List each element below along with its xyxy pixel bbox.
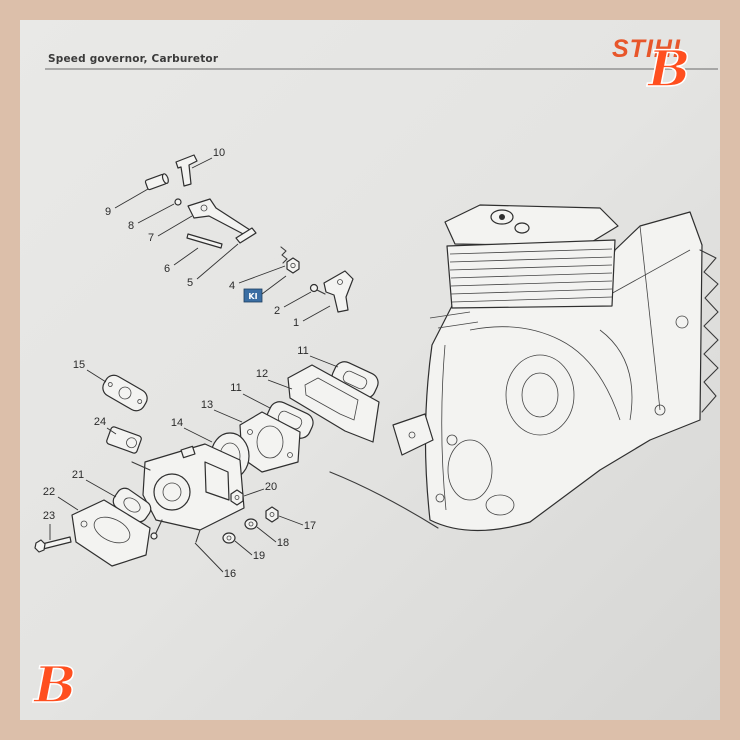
callout-21: 21 (72, 469, 84, 481)
part-18-washer (244, 518, 258, 530)
part-5-link (235, 227, 257, 244)
part-8-washer (174, 198, 182, 206)
part-17-nut (265, 506, 279, 523)
callout-16: 16 (224, 568, 236, 580)
callout-5: 5 (187, 277, 193, 289)
callout-10: 10 (213, 147, 225, 159)
brand-logo: STIHL (612, 35, 689, 63)
callout-4: 4 (229, 280, 235, 292)
part-19-washer (222, 532, 236, 544)
part-9-sleeve (144, 173, 169, 191)
leader-lines (49, 157, 339, 573)
part-10-pin (175, 154, 198, 187)
callout-6: 6 (164, 263, 170, 275)
callout-23: 23 (43, 510, 55, 522)
callout-labels: 10 9 8 7 6 5 4 2 1 15 11 12 11 13 14 24 … (43, 147, 316, 580)
callout-20: 20 (265, 481, 277, 493)
engine-assembly (392, 204, 719, 532)
part-4-nut (286, 257, 300, 274)
spring-pin (280, 246, 288, 264)
part-23-bolt (34, 536, 72, 553)
part-1-bracket (323, 270, 354, 313)
callout-19: 19 (253, 550, 265, 562)
callout-17: 17 (304, 520, 316, 532)
part-22-manifold (71, 499, 151, 567)
watermark-logo-top: B (646, 39, 690, 98)
callout-13: 13 (201, 399, 213, 411)
callout-2: 2 (274, 305, 280, 317)
callout-11-upper: 11 (297, 345, 308, 357)
callout-9: 9 (105, 206, 111, 218)
callout-15: 15 (73, 359, 85, 371)
callout-12: 12 (256, 368, 268, 380)
watermark-logo-bottom: B (32, 655, 76, 714)
callout-8: 8 (128, 220, 134, 232)
part-2-screw (309, 283, 326, 295)
callout-1: 1 (293, 317, 299, 329)
callout-18: 18 (277, 537, 289, 549)
part-13-flange (239, 411, 301, 473)
callout-11-lower: 11 (230, 382, 241, 394)
callout-22: 22 (43, 486, 55, 498)
callout-7: 7 (148, 232, 154, 244)
part-6-rod (186, 233, 223, 249)
part-20-nut (230, 489, 244, 506)
part-12-plate (287, 364, 380, 443)
callout-24: 24 (94, 416, 106, 428)
callout-14: 14 (171, 417, 183, 429)
svg-text:KI: KI (248, 292, 257, 301)
part-16-carburetor (131, 443, 245, 543)
ki-marker: KI (243, 288, 263, 303)
throttle-cable (329, 471, 439, 529)
page-title: Speed governor, Carburetor (48, 53, 219, 65)
